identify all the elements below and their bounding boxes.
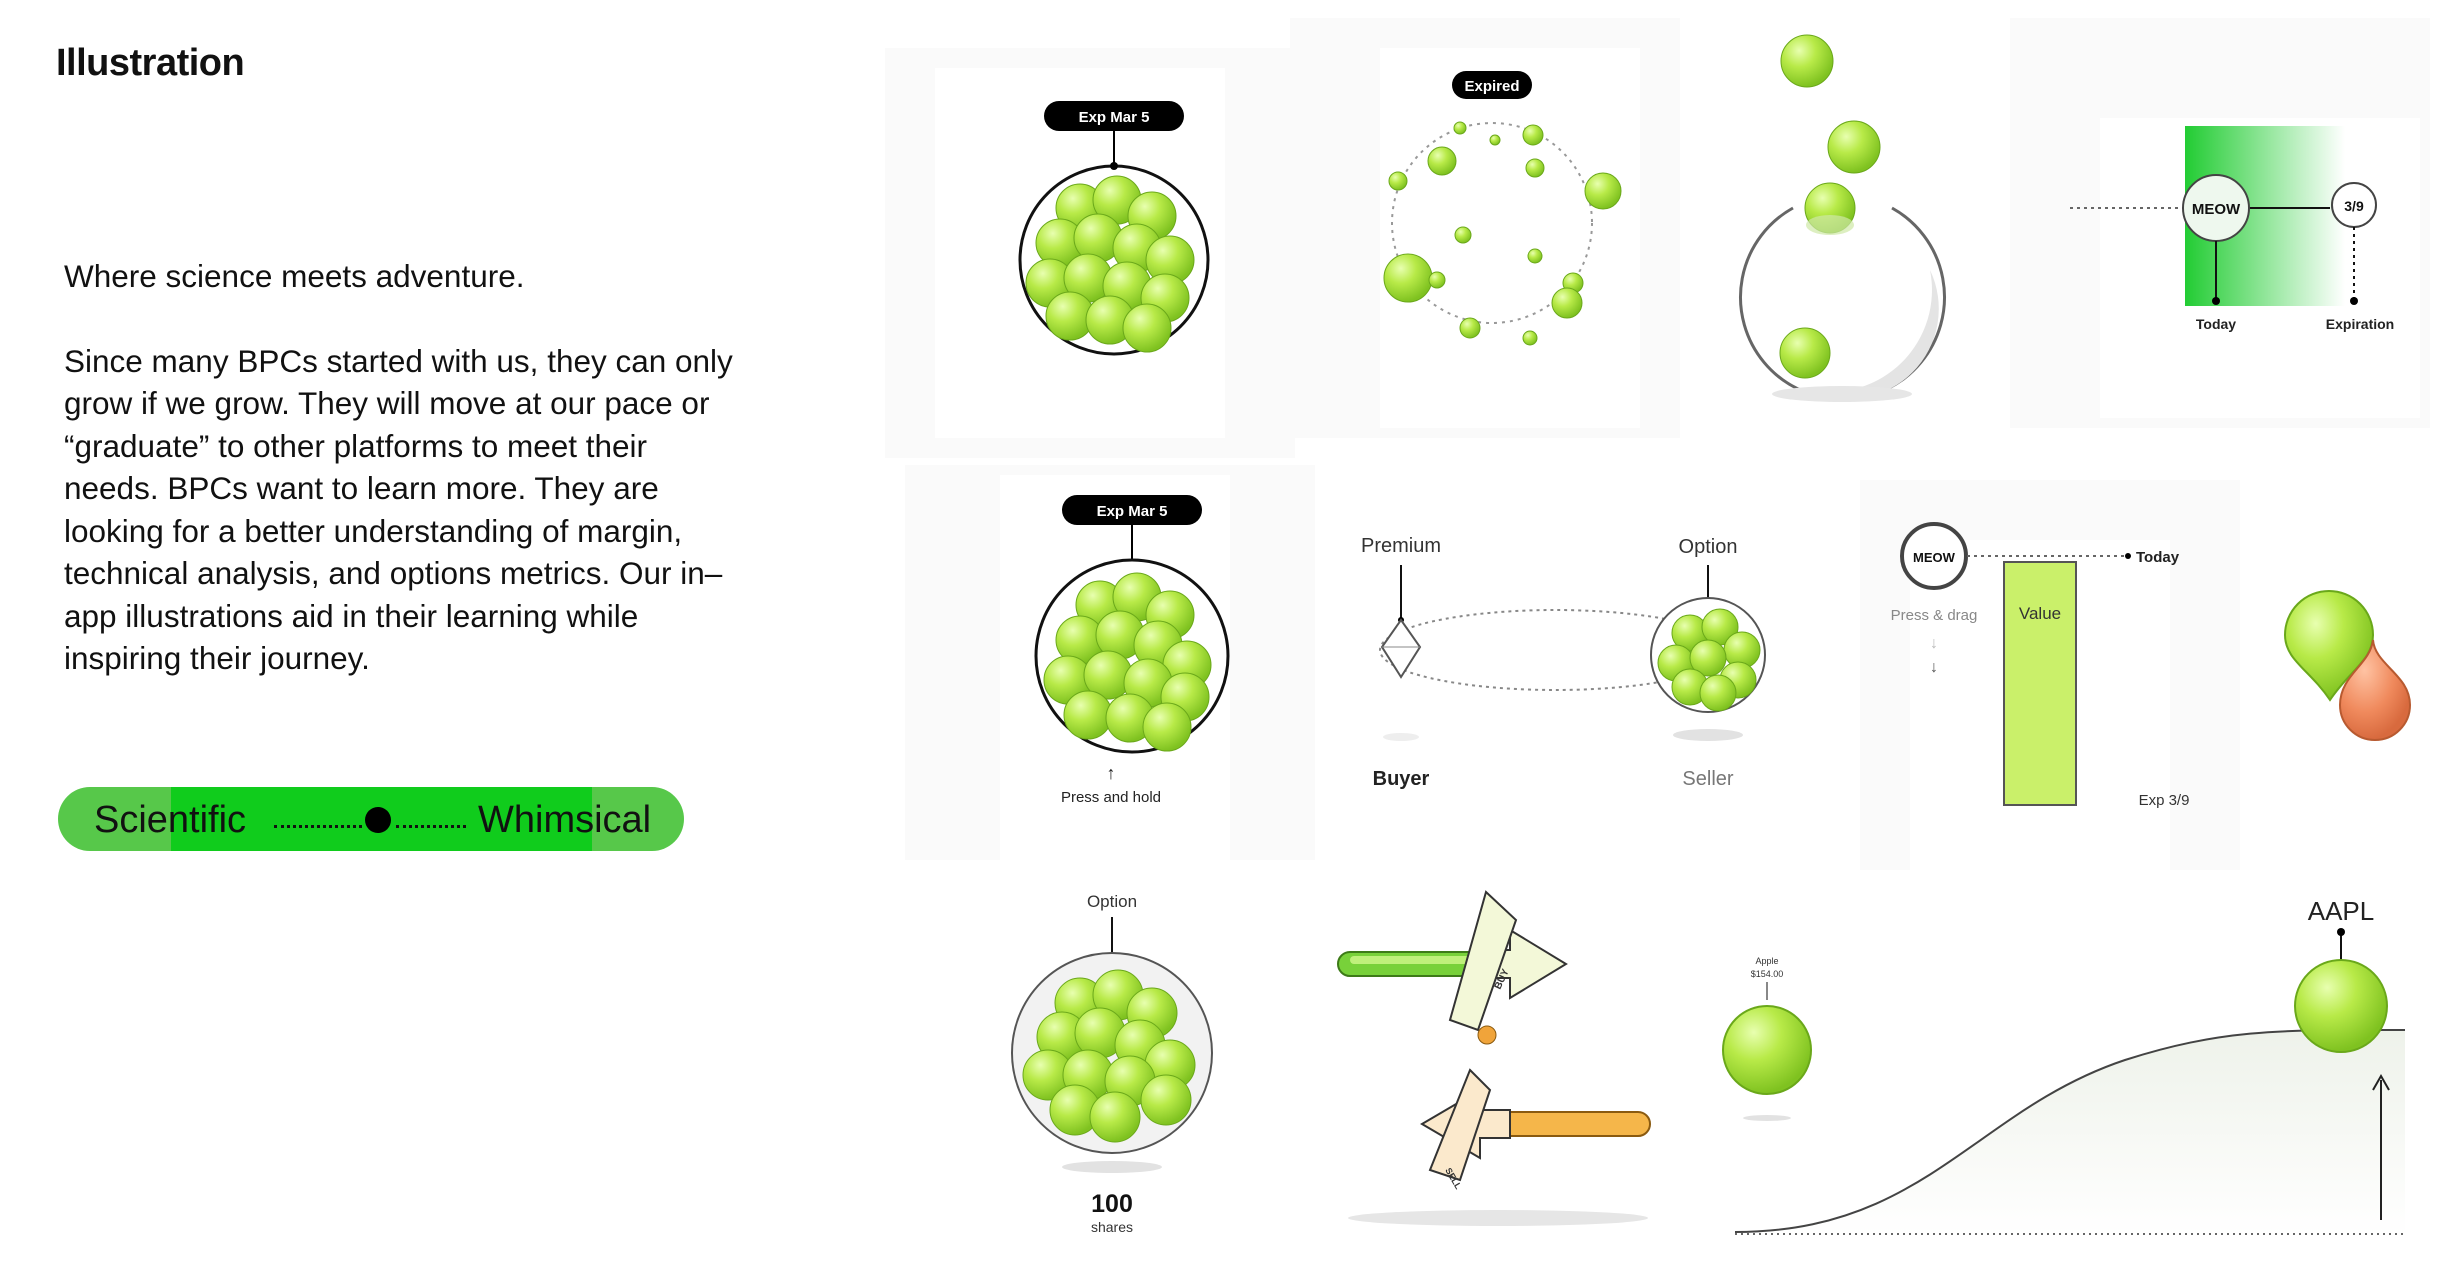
description-paragraph: Since many BPCs started with us, they ca… xyxy=(64,342,733,677)
scientific-whimsical-slider[interactable]: Scientific Whimsical xyxy=(58,787,684,851)
shares-count: 100 xyxy=(1091,1190,1133,1218)
svg-text:↓: ↓ xyxy=(1930,659,1938,676)
premium-option-illustration: Premium Option Buyer Seller xyxy=(1361,535,1766,790)
timeline-today-label: Today xyxy=(2196,316,2236,332)
aapl-ticker: AAPL xyxy=(2308,896,2375,926)
exp-bubble-illustration: Exp Mar 5 xyxy=(885,48,1295,458)
shares-unit: shares xyxy=(1091,1219,1133,1235)
timeline-expiration-label: Expiration xyxy=(2326,316,2394,332)
option-shares-label: Option xyxy=(1087,892,1137,911)
seller-label: Seller xyxy=(1682,768,1733,790)
slider-left-label: Scientific xyxy=(94,799,247,841)
slider-right-label: Whimsical xyxy=(478,799,652,841)
intro-text: Where science meets adventure. Since man… xyxy=(64,255,744,722)
scattered-balls xyxy=(1383,121,1622,346)
press-hold-hint: Press and hold xyxy=(1061,789,1161,806)
apple-ball-illustration: Apple $154.00 xyxy=(1722,956,1812,1121)
page-title: Illustration xyxy=(56,42,245,84)
value-today-label: Today xyxy=(2136,549,2180,566)
exp-tag-bg xyxy=(1044,101,1184,131)
value-bar-label: Value xyxy=(2019,604,2061,623)
option-label: Option xyxy=(1679,536,1738,558)
expired-tag-label: Expired xyxy=(1464,78,1519,95)
exp-tag-label-2: Exp Mar 5 xyxy=(1097,503,1168,520)
option-shares-illustration: Option 100 shares xyxy=(1011,892,1213,1235)
press-hold-illustration: Exp Mar 5 ↑ Press and hold xyxy=(905,465,1315,860)
timeline-illustration: MEOW 3/9 Today Expiration xyxy=(2010,18,2430,428)
ball-bowl-illustration xyxy=(1739,34,1946,402)
slider-knob[interactable] xyxy=(365,807,391,833)
value-expiry-label: Exp 3/9 xyxy=(2139,792,2190,809)
premium-label: Premium xyxy=(1361,535,1441,557)
value-node-label: MEOW xyxy=(1913,550,1956,565)
timeline-node-label: MEOW xyxy=(2192,201,2241,218)
slider-dotted-line-left xyxy=(274,825,362,828)
apple-name: Apple xyxy=(1755,956,1778,966)
aapl-curve-illustration: AAPL xyxy=(1734,896,2405,1236)
buy-sell-illustration: BUY SELL xyxy=(1337,890,1651,1226)
svg-text:↑: ↑ xyxy=(1107,763,1116,783)
svg-text:↓: ↓ xyxy=(1930,635,1938,652)
tagline: Where science meets adventure. xyxy=(64,258,525,294)
apple-price: $154.00 xyxy=(1751,969,1784,979)
slider-dotted-line-right xyxy=(396,825,466,828)
exp-tag-label: Exp Mar 5 xyxy=(1079,109,1150,126)
timeline-date-node: 3/9 xyxy=(2344,198,2364,214)
droplets-illustration xyxy=(2283,590,2412,741)
buyer-label: Buyer xyxy=(1373,768,1430,790)
press-drag-hint: Press & drag xyxy=(1891,607,1978,624)
ball-cluster xyxy=(1025,175,1195,353)
value-bar-illustration: MEOW Today Press & drag ↓ ↓ Value Exp 3/… xyxy=(1860,480,2240,870)
expired-illustration: Expired xyxy=(1290,18,1680,438)
